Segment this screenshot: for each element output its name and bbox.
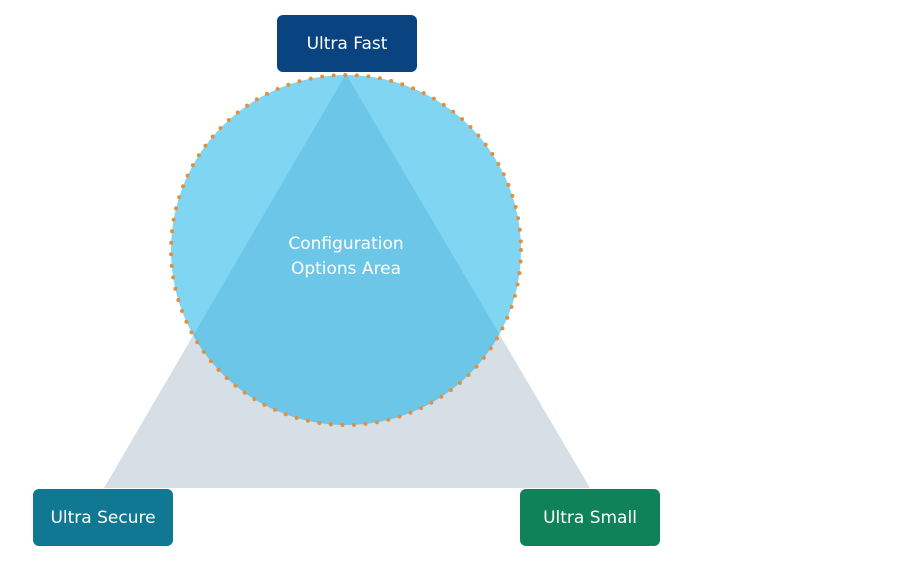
center-label-line1: Configuration: [288, 234, 404, 254]
ultra-small-node: Ultra Small: [520, 489, 660, 546]
dotted-circle-border: [169, 73, 523, 427]
ultra-fast-node: Ultra Fast: [277, 15, 417, 72]
ultra-small-label: Ultra Small: [543, 507, 637, 528]
ultra-secure-node: Ultra Secure: [33, 489, 173, 546]
center-label-line2: Options Area: [290, 259, 402, 279]
ultra-fast-label: Ultra Fast: [306, 33, 388, 54]
ultra-secure-label: Ultra Secure: [50, 507, 156, 528]
center-label: Configuration Options Area: [246, 232, 446, 282]
